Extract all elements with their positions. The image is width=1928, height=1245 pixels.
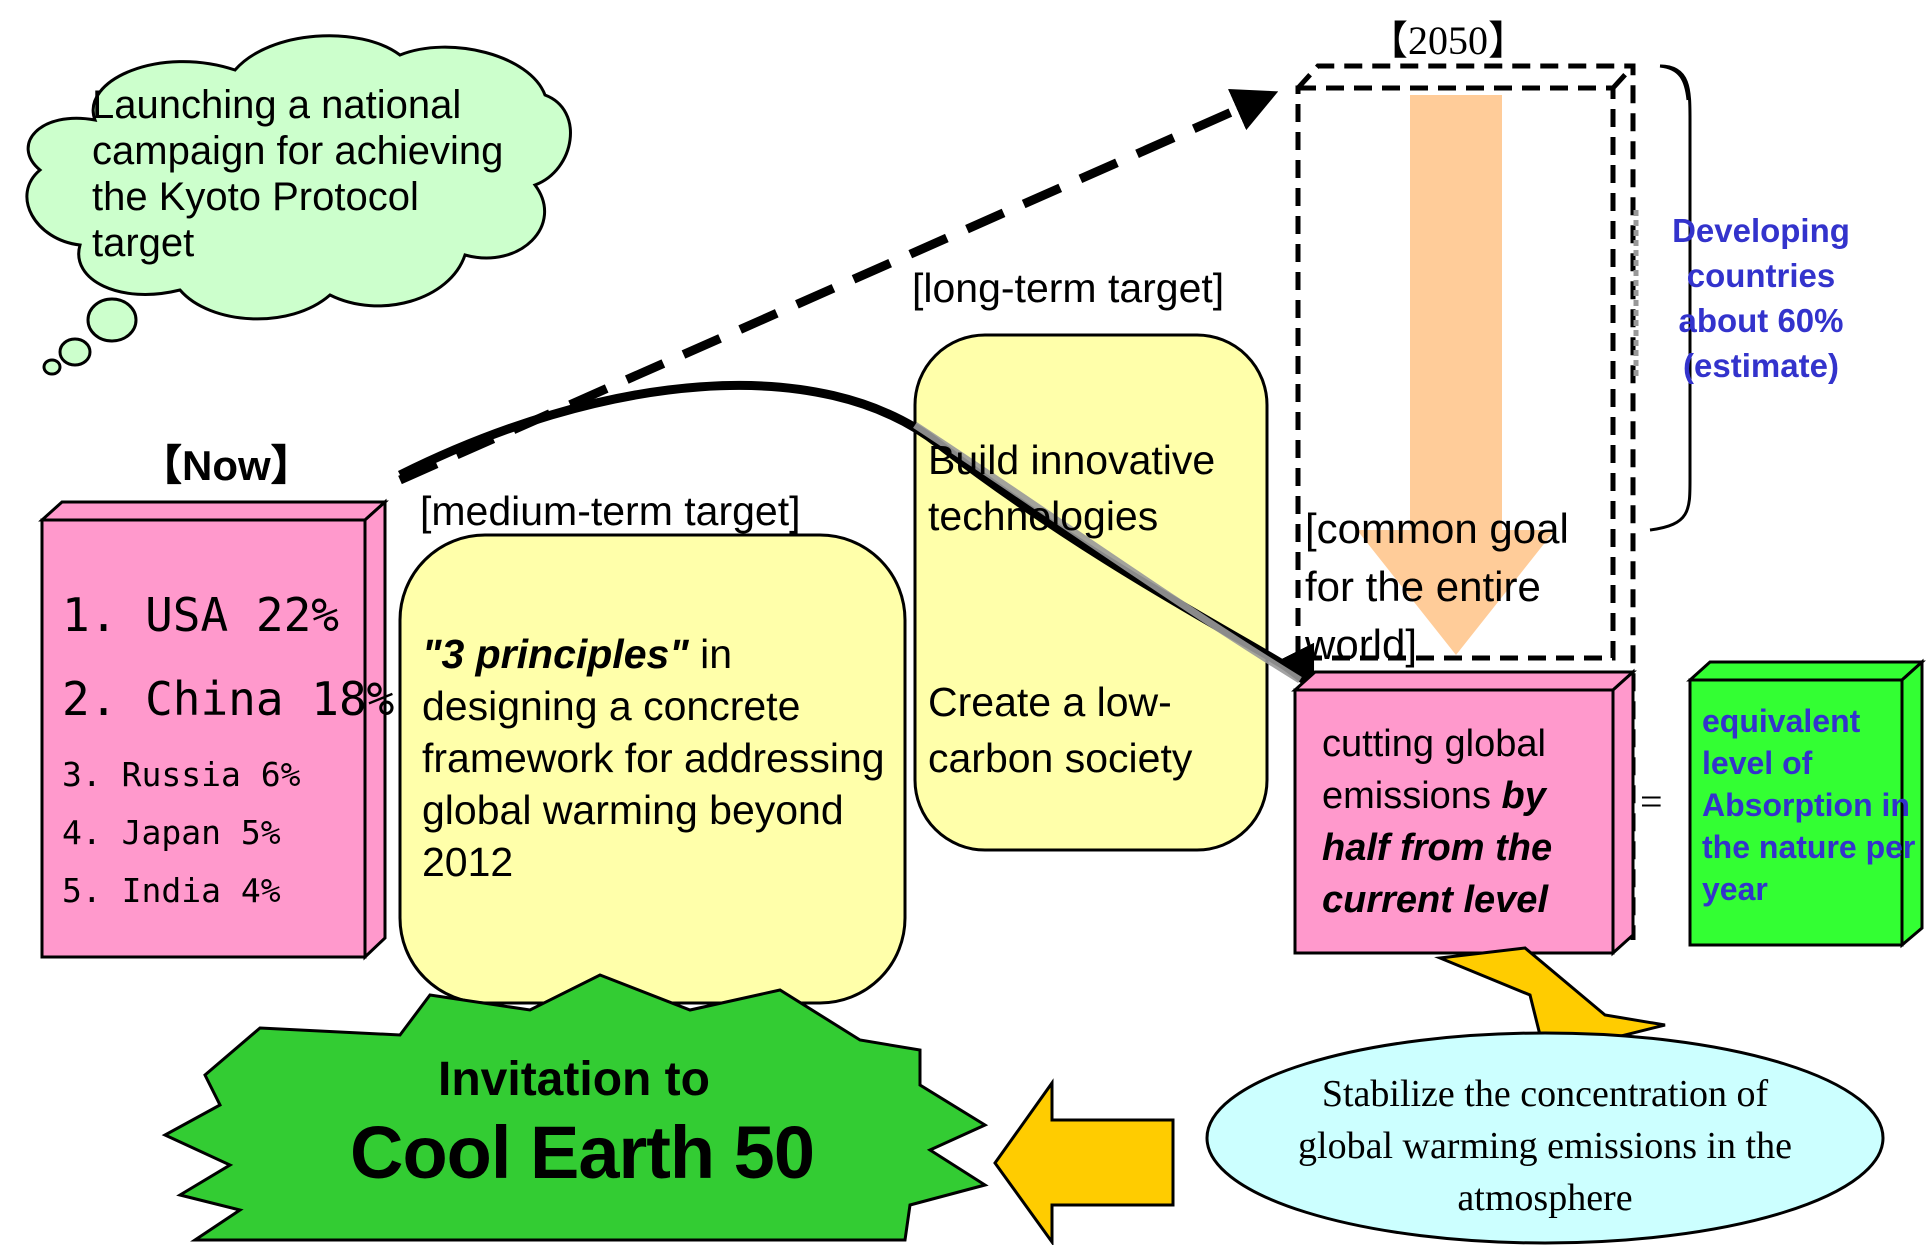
now-country: Russia xyxy=(121,755,241,794)
cut-emissions-box xyxy=(1291,668,1637,957)
now-pct: 5% xyxy=(240,813,281,852)
now-pct: 22% xyxy=(255,588,339,642)
yellow-arrow-to-cool-earth xyxy=(993,1078,1175,1245)
reduction-down-arrow xyxy=(1357,95,1555,655)
cool-earth-50-title: Cool Earth 50 xyxy=(350,1111,815,1194)
now-title: 【Now】 xyxy=(140,442,313,489)
thought-bubble-large xyxy=(86,297,138,343)
year-2050-label: 【2050】 xyxy=(1368,18,1528,63)
thought-cloud xyxy=(25,34,572,376)
absorption-text: equivalent level of Absorption in the na… xyxy=(1702,703,1916,907)
now-rank: 1. xyxy=(62,588,118,642)
curly-brace xyxy=(1649,64,1692,532)
thought-bubble-small xyxy=(42,358,62,376)
now-row-1: 1. USA 22% xyxy=(62,588,339,642)
yellow-arrow-to-stabilize xyxy=(1434,946,1666,1057)
now-row-3: 3. Russia 6% xyxy=(62,755,300,794)
long-term-box-shape xyxy=(913,333,1269,852)
now-pct: 4% xyxy=(240,871,281,910)
now-rank: 5. xyxy=(62,871,102,910)
medium-term-label: [medium-term target] xyxy=(420,488,801,534)
invitation-text: Invitation to xyxy=(438,1053,710,1106)
now-pct: 6% xyxy=(260,755,301,794)
cloud-text: Launching a national campaign for achiev… xyxy=(92,83,504,265)
long-term-label: [long-term target] xyxy=(912,265,1225,311)
now-row-5: 5. India 4% xyxy=(62,871,281,910)
now-country: USA xyxy=(145,588,229,642)
now-row-4: 4. Japan 5% xyxy=(62,813,281,852)
common-goal-label: [common goal for the entire world] xyxy=(1305,505,1569,668)
now-pct: 18% xyxy=(311,672,395,726)
medium-term-text: "3 principles" in designing a concrete f… xyxy=(422,628,902,888)
equals-sign: = xyxy=(1640,779,1663,824)
principles-emphasis: "3 principles" xyxy=(422,631,689,677)
principles-rest: in designing a concrete framework for ad… xyxy=(422,631,885,885)
stabilize-text: Stabilize the concentration of global wa… xyxy=(1298,1073,1792,1219)
now-country: China xyxy=(145,672,284,726)
long-term-item-innovation: Build innovative technologies xyxy=(928,437,1216,539)
cool-earth-starburst xyxy=(161,973,989,1242)
stabilize-ellipse xyxy=(1205,1031,1885,1245)
absorption-box xyxy=(1686,658,1926,949)
thought-bubble-medium xyxy=(58,337,92,367)
cut-plain: cutting global emissions xyxy=(1322,723,1546,817)
now-rank: 4. xyxy=(62,813,102,852)
now-box xyxy=(38,498,389,961)
now-row-2: 2. China 18% xyxy=(62,672,394,726)
now-country: Japan xyxy=(121,813,221,852)
cut-emphasis: by half from the current level xyxy=(1322,775,1553,921)
developing-countries-note: Developing countries about 60% (estimate… xyxy=(1672,212,1850,384)
dashed-2050-frame xyxy=(1295,63,1636,940)
now-rank: 2. xyxy=(62,672,118,726)
now-rank: 3. xyxy=(62,755,102,794)
long-term-item-low-carbon: Create a low-carbon society xyxy=(928,679,1193,781)
cut-emissions-text: cutting global emissions by half from th… xyxy=(1322,718,1604,926)
now-country: India xyxy=(121,871,221,910)
